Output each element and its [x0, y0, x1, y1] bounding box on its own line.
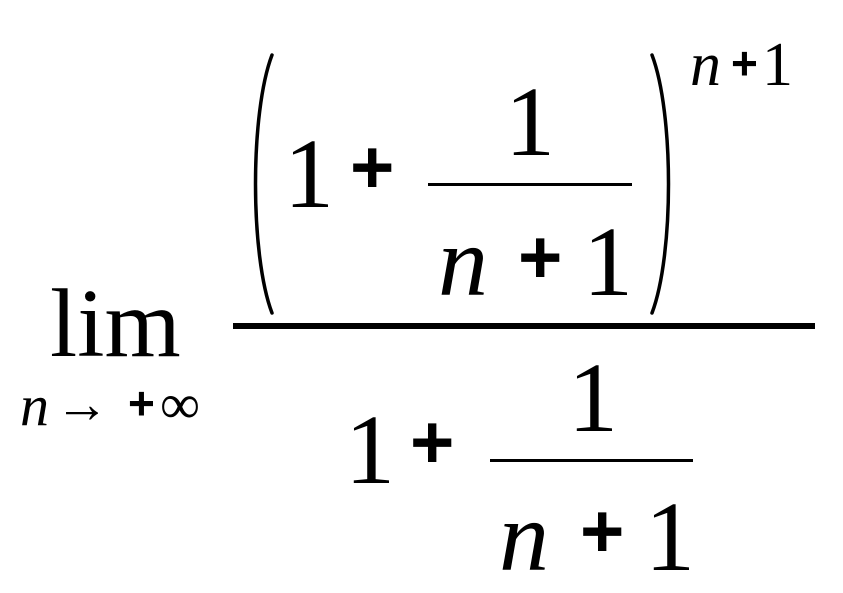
denominator-fraction-one: 1: [645, 481, 695, 592]
right-parenthesis: [650, 53, 671, 315]
inner-fraction-plus: +: [518, 215, 563, 300]
denominator-plus: +: [410, 400, 455, 485]
denominator-fraction-plus: +: [580, 489, 625, 574]
inner-fraction-numerator: 1: [505, 66, 555, 177]
inner-fraction-one: 1: [583, 206, 633, 317]
denominator-fraction-bar: [490, 459, 693, 462]
exponent-variable: n: [690, 31, 721, 99]
inner-fraction-bar: [428, 183, 632, 186]
subscript-infinity: ∞: [160, 374, 200, 436]
subscript-variable: n: [20, 373, 49, 438]
denominator-fraction-variable: n: [499, 481, 549, 592]
subscript-arrow: →: [55, 374, 109, 434]
inner-fraction-variable: n: [438, 206, 488, 317]
denominator-one: 1: [345, 394, 395, 505]
numerator-plus: +: [350, 125, 395, 210]
lim-operator: lim: [50, 270, 181, 378]
denominator-fraction-numerator: 1: [568, 342, 618, 453]
main-fraction-bar: [233, 323, 815, 329]
numerator-one: 1: [284, 118, 334, 229]
left-parenthesis: [253, 53, 274, 315]
exponent-plus: +: [731, 37, 758, 89]
exponent-one: 1: [762, 31, 793, 99]
subscript-plus: +: [128, 377, 155, 429]
